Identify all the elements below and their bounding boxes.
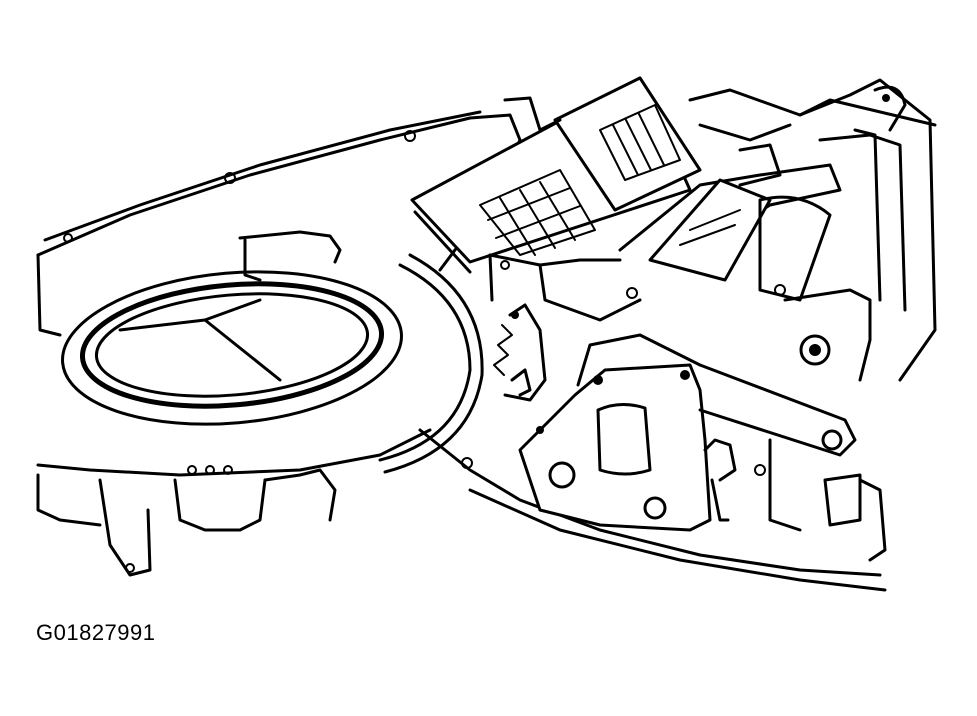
evaporator-case — [488, 78, 937, 382]
blower-inlet-ring — [61, 230, 484, 474]
link-spring-lever — [493, 303, 547, 402]
mode-door-flaps — [410, 76, 702, 274]
case-base-flange — [418, 428, 887, 592]
door-actuator-assembly — [518, 333, 857, 532]
figure-id-label: G01827991 — [36, 620, 156, 645]
